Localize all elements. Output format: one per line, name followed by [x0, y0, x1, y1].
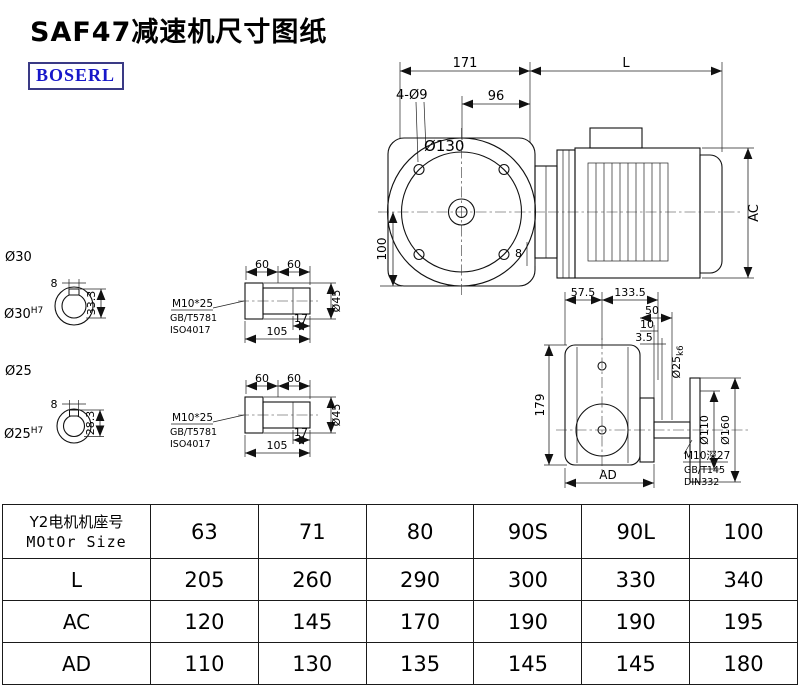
note-std1: GB/T145	[684, 465, 725, 476]
dim-105: 105	[267, 439, 288, 452]
value-cell: 180	[689, 642, 798, 685]
dim-o45: Ø45	[330, 290, 343, 313]
dim-50: 50	[645, 304, 659, 317]
table-header-row: Y2电机机座号 MOtOr Size 63 71 80 90S 90L 100	[2, 504, 798, 559]
value-cell: 190	[581, 600, 691, 643]
size-cell: 90L	[581, 504, 691, 559]
side-view: 57.5 133.5 50 10 3.5 Ø25k6	[533, 286, 748, 488]
dim-171: 171	[453, 56, 478, 71]
note-std2: ISO4017	[170, 325, 211, 336]
dim-33-3: 33.3	[85, 291, 98, 316]
size-cell: 90S	[473, 504, 583, 559]
dim-133-5: 133.5	[614, 286, 646, 299]
row-label: L	[2, 558, 151, 601]
value-cell: 290	[365, 558, 475, 601]
bore-tol: H7	[31, 426, 44, 436]
shaft-tol: k6	[676, 346, 686, 356]
header-en: MOtOr Size	[26, 532, 127, 551]
note-std2: DIN332	[684, 477, 719, 488]
table-row-AD: AD 110 130 135 145 145 180	[2, 642, 798, 685]
brand-badge: BOSERL	[28, 62, 125, 90]
value-cell: 190	[473, 600, 583, 643]
note-bolt: M10*25	[172, 298, 213, 310]
shaft-dia: Ø25	[670, 356, 683, 379]
value-cell: 135	[365, 642, 475, 685]
brand-label: BOSERL	[36, 65, 116, 85]
section-label-o25: Ø25	[5, 364, 32, 379]
dim-4-o9: 4-Ø9	[396, 88, 427, 103]
dim-100: 100	[375, 238, 389, 261]
dim-17: 17	[294, 312, 308, 325]
dim-AD: AD	[599, 468, 616, 482]
size-cell: 71	[257, 504, 367, 559]
value-cell: 300	[473, 558, 583, 601]
shaft-detail-1: 60 60 17 105 Ø45 M10*25 GB/T5781 ISO4017	[170, 258, 343, 344]
size-cell: 63	[150, 504, 259, 559]
bore-dia: Ø25	[4, 427, 31, 442]
row-label: AC	[2, 600, 151, 643]
dim-o25k6: Ø25k6	[670, 346, 686, 379]
dim-60b: 60	[287, 258, 301, 271]
motor-size-header-cell: Y2电机机座号 MOtOr Size	[2, 504, 151, 559]
note-std1: GB/T5781	[170, 427, 217, 438]
shaft-detail-2: 60 60 17 105 Ø45 M10*25 GB/T5781 ISO4017	[170, 372, 343, 458]
dim-57-5: 57.5	[571, 286, 596, 299]
value-cell: 205	[150, 558, 259, 601]
size-cell: 80	[365, 504, 475, 559]
dim-L: L	[622, 56, 630, 71]
note-tap: M10深27	[684, 450, 730, 462]
dim-105: 105	[267, 325, 288, 338]
bore-dia: Ø30	[4, 307, 31, 322]
value-cell: 170	[365, 600, 475, 643]
dim-60b: 60	[287, 372, 301, 385]
value-cell: 340	[689, 558, 798, 601]
value-cell: 260	[257, 558, 367, 601]
dim-o130: Ø130	[424, 137, 464, 155]
value-cell: 110	[150, 642, 259, 685]
dim-28-3: 28.3	[84, 411, 97, 436]
dim-AC: AC	[747, 204, 762, 222]
note-std2: ISO4017	[170, 439, 211, 450]
note-bolt: M10*25	[172, 412, 213, 424]
value-cell: 130	[257, 642, 367, 685]
dim-o160: Ø160	[719, 415, 732, 445]
technical-drawing: 171 L 4-Ø9 96 Ø130 100 8	[4, 56, 762, 488]
bore-label-o30h7: Ø30H7	[4, 306, 43, 322]
value-cell: 145	[473, 642, 583, 685]
dim-key-8: 8	[51, 277, 58, 290]
front-view: 171 L 4-Ø9 96 Ø130 100 8	[375, 56, 762, 296]
table-row-AC: AC 120 145 170 190 190 195	[2, 600, 798, 643]
shaft-section-25: Ø25 8 28.3 Ø25H7	[4, 364, 105, 444]
dim-60a: 60	[255, 372, 269, 385]
spec-table: Y2电机机座号 MOtOr Size 63 71 80 90S 90L 100 …	[2, 504, 798, 685]
page-title: SAF47减速机尺寸图纸	[30, 17, 328, 48]
bore-label-o25h7: Ø25H7	[4, 426, 43, 442]
bore-tol: H7	[31, 306, 44, 316]
dim-96: 96	[488, 89, 505, 104]
section-label-o30: Ø30	[5, 250, 32, 265]
value-cell: 195	[689, 600, 798, 643]
note-std1: GB/T5781	[170, 313, 217, 324]
row-label: AD	[2, 642, 151, 685]
size-cell: 100	[689, 504, 798, 559]
dim-o110: Ø110	[698, 415, 711, 445]
value-cell: 145	[581, 642, 691, 685]
dim-o45: Ø45	[330, 404, 343, 427]
dim-8: 8	[515, 247, 522, 260]
table-row-L: L 205 260 290 300 330 340	[2, 558, 798, 601]
value-cell: 330	[581, 558, 691, 601]
value-cell: 145	[257, 600, 367, 643]
header-cn: Y2电机机座号	[29, 513, 124, 532]
dim-key-8: 8	[51, 398, 58, 411]
dim-17: 17	[294, 426, 308, 439]
shaft-section-30: Ø30 8 33.3 Ø30H7	[4, 250, 106, 326]
dim-60a: 60	[255, 258, 269, 271]
dim-3-5: 3.5	[635, 331, 653, 344]
value-cell: 120	[150, 600, 259, 643]
dim-10: 10	[640, 318, 654, 331]
dim-179: 179	[533, 394, 547, 417]
